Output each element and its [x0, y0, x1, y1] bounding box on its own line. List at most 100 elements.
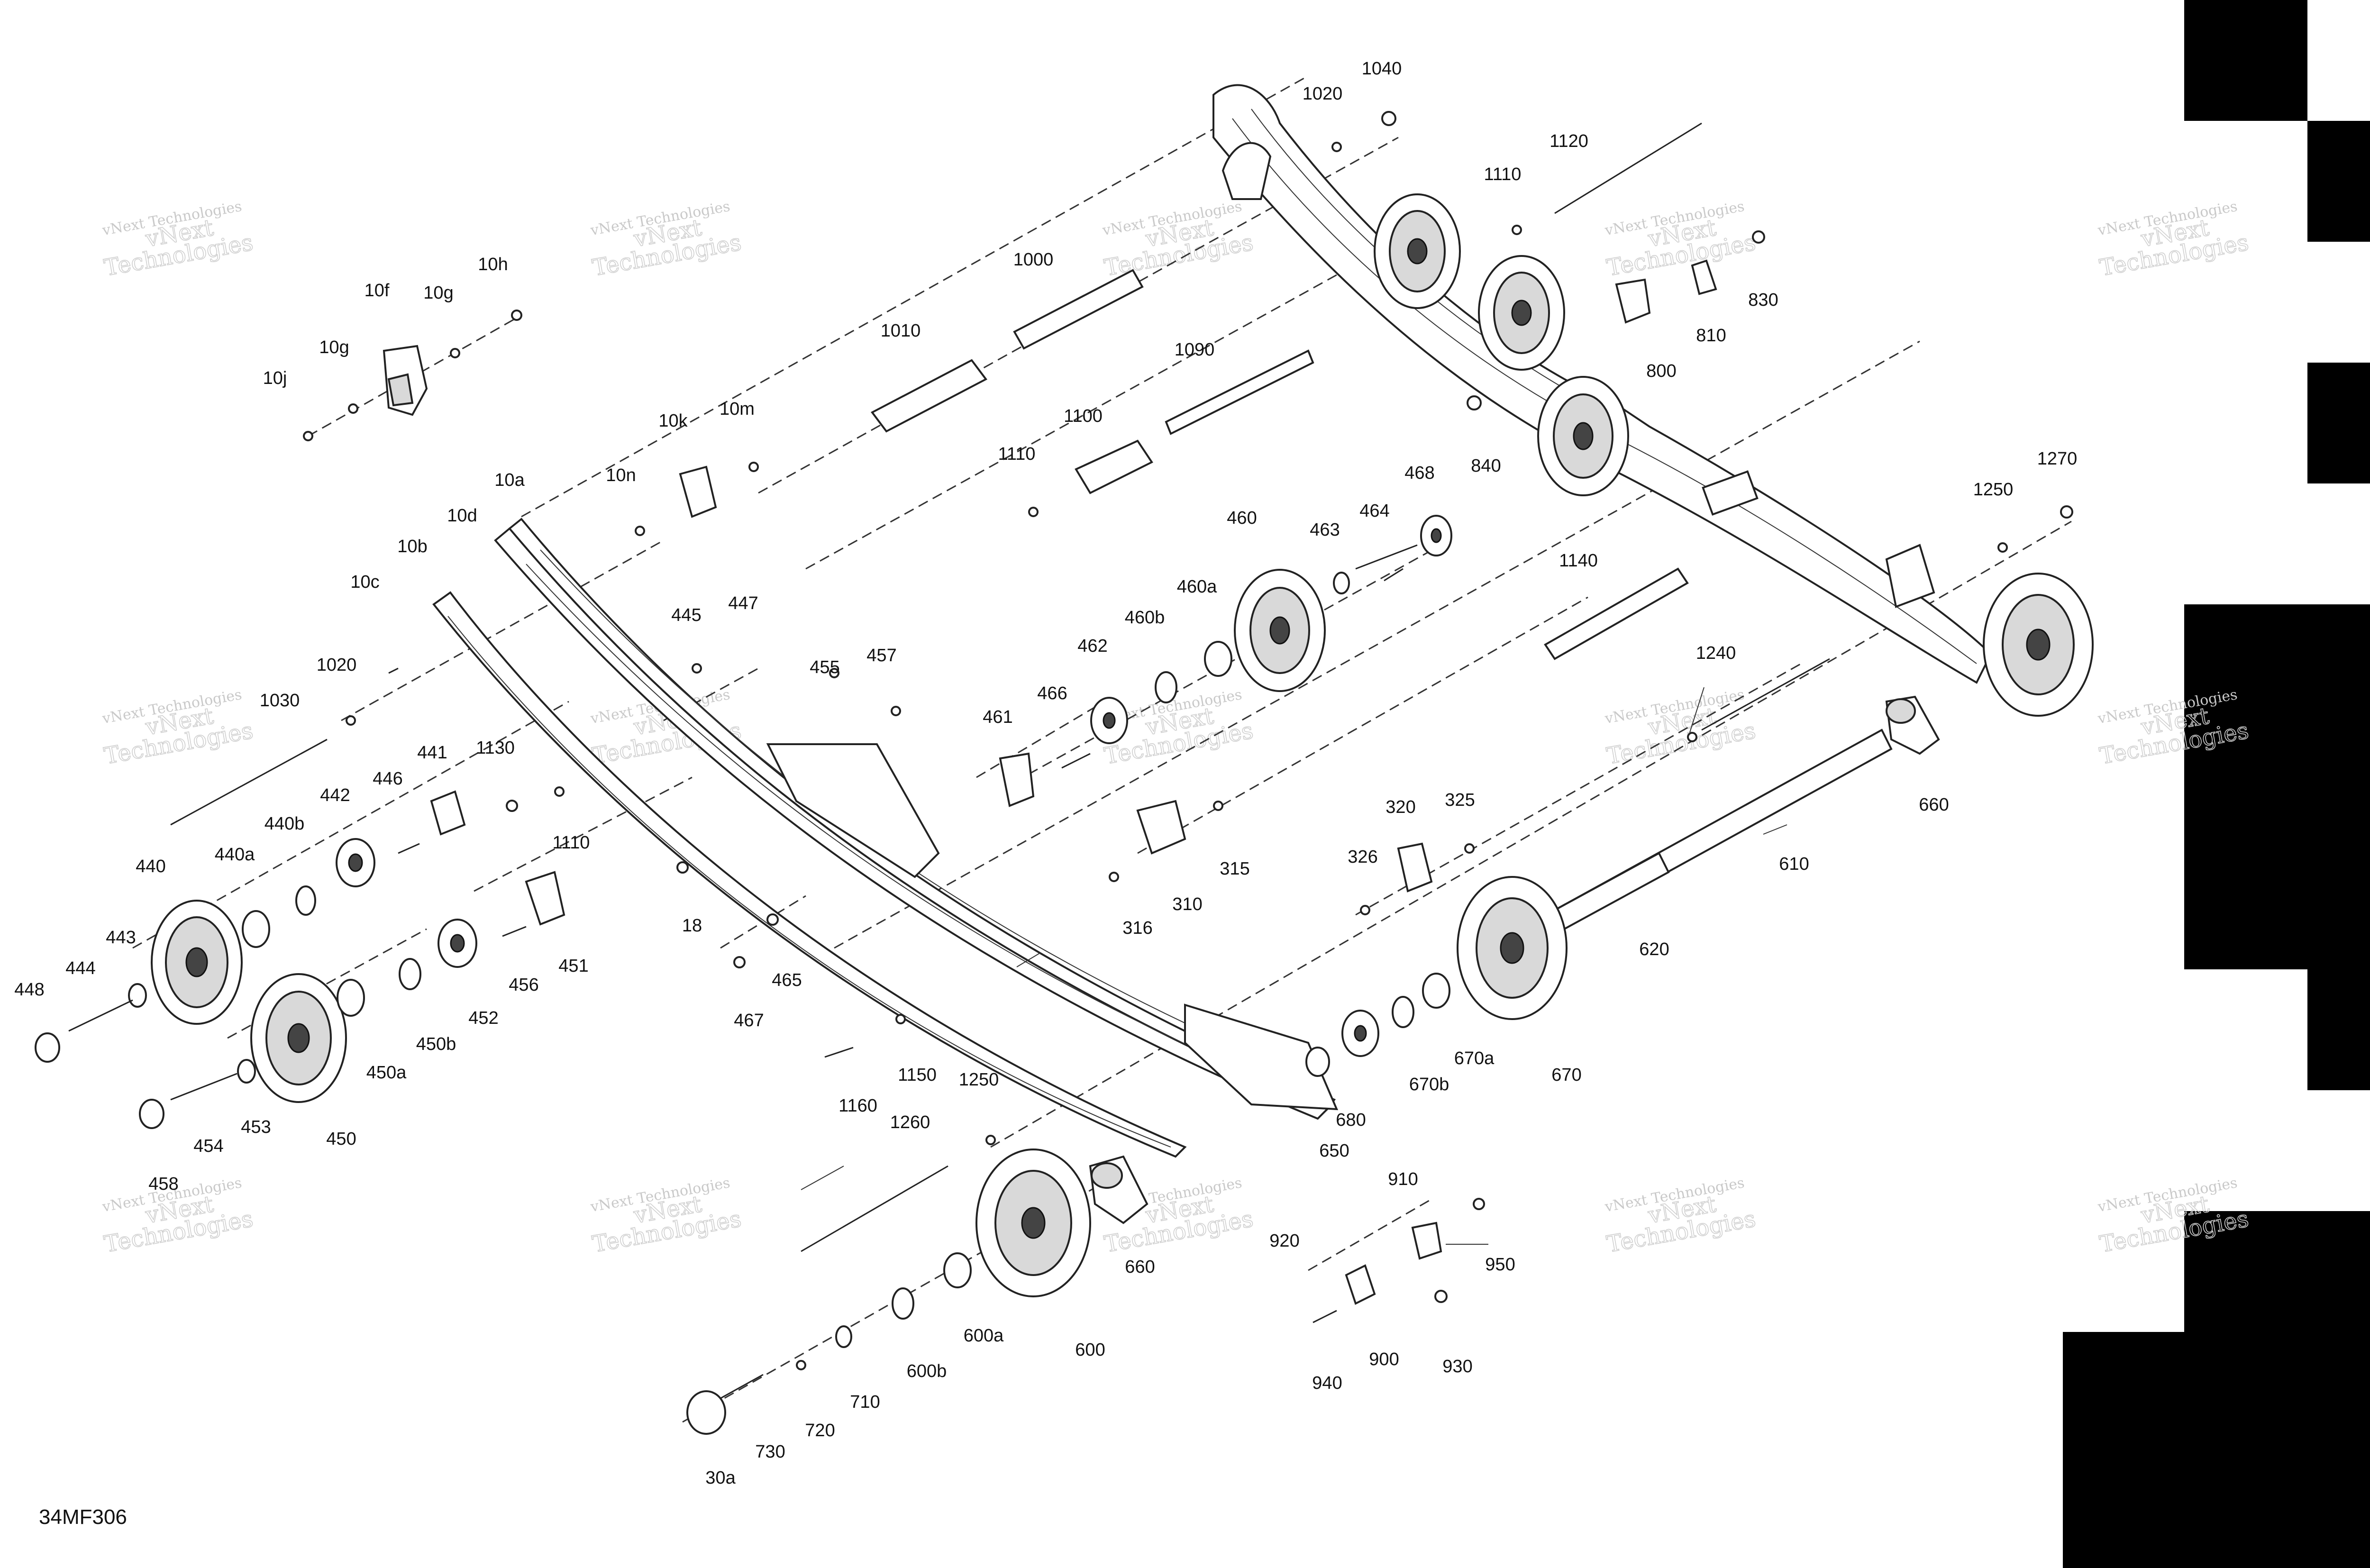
hub-660-right: [1885, 695, 1940, 755]
callout-label: 10c: [350, 572, 379, 592]
small-parts: [35, 515, 1452, 1435]
callout-label: 18: [682, 916, 702, 936]
wheel-450: [250, 973, 347, 1103]
callout-label: 660: [1919, 795, 1949, 815]
callout-label: 460a: [1177, 577, 1217, 597]
callout-label: 10h: [478, 255, 508, 274]
callout-label: 1160: [839, 1096, 877, 1116]
callout-label: 10k: [658, 411, 688, 431]
callout-label: 800: [1646, 361, 1676, 381]
callout-label: 440b: [264, 814, 305, 834]
callout-label: 1150: [898, 1065, 937, 1085]
callout-label: 680: [1336, 1110, 1366, 1130]
callout-label: 10g: [319, 337, 349, 357]
callout-label: 660: [1125, 1257, 1155, 1277]
callout-label: 10d: [447, 506, 477, 526]
callout-label: 458: [148, 1174, 178, 1194]
callout-label: 466: [1037, 684, 1067, 703]
callout-label: 453: [241, 1117, 271, 1137]
callout-label: 461: [983, 707, 1012, 727]
callout-label: 30a: [705, 1468, 736, 1488]
callout-label: 1110: [553, 833, 590, 853]
callout-label: 600a: [964, 1326, 1004, 1346]
wheel-600: [975, 1149, 1091, 1297]
callout-label: 10g: [423, 283, 453, 303]
callout-label: 1090: [1175, 340, 1215, 360]
callout-label: 670b: [1409, 1075, 1449, 1094]
slide-rail-rear: [432, 591, 1187, 1158]
callout-label: 900: [1369, 1349, 1399, 1369]
callout-label: 10a: [494, 470, 525, 490]
hub-660-bottom: [1089, 1155, 1149, 1224]
fasteners: [303, 111, 2073, 1370]
callout-label: 10n: [606, 465, 636, 485]
callout-label: 10m: [720, 399, 755, 419]
callout-label: 326: [1348, 847, 1377, 867]
callout-label: 710: [850, 1392, 880, 1412]
callout-label: 443: [106, 928, 136, 948]
callout-label: 940: [1312, 1373, 1342, 1393]
shafts: [170, 122, 1893, 1252]
callout-label: 1250: [959, 1070, 999, 1090]
callout-label: 450b: [416, 1034, 456, 1054]
callout-label: 440a: [215, 845, 255, 865]
wheel-rear-upper-2: [1478, 255, 1565, 371]
rear-frame: [1212, 84, 1992, 684]
callout-labels: 10j 10g 10f 10g 10h 10k 10m 10n 10a 10d …: [14, 59, 2077, 1488]
callout-label: 316: [1122, 918, 1152, 938]
callout-label: 1110: [998, 444, 1036, 464]
callout-label: 1140: [1559, 551, 1598, 571]
callout-label: 1010: [881, 321, 921, 341]
callout-label: 455: [810, 657, 839, 677]
wheel-rear-right: [1983, 573, 2094, 717]
wheel-rear-mid: [1537, 376, 1629, 496]
callout-label: 452: [468, 1008, 498, 1028]
wheel-440: [151, 900, 243, 1025]
callout-label: 463: [1310, 520, 1340, 540]
callout-label: 1260: [890, 1112, 930, 1132]
callout-label: 451: [558, 956, 588, 976]
drawing-code: 34MF306: [39, 1505, 127, 1529]
brackets: [383, 142, 1717, 1305]
callout-label: 454: [193, 1136, 223, 1156]
callout-label: 1020: [317, 655, 357, 675]
wheel-460: [1234, 569, 1326, 692]
callout-label: 446: [373, 769, 402, 789]
wheel-rear-upper-1: [1374, 193, 1461, 309]
callout-label: 441: [417, 743, 447, 763]
callout-label: 1020: [1303, 84, 1343, 104]
callout-label: 1000: [1013, 250, 1054, 270]
callout-label: 600b: [907, 1361, 947, 1381]
callout-label: 442: [320, 785, 350, 805]
callout-label: 830: [1748, 290, 1778, 310]
callout-label: 10j: [263, 368, 287, 388]
callout-label: 620: [1639, 939, 1669, 959]
callout-label: 447: [728, 593, 758, 613]
callout-label: 1040: [1362, 59, 1402, 79]
callout-label: 457: [866, 646, 896, 665]
callout-label: 910: [1388, 1169, 1418, 1189]
leader-lines: [801, 687, 1787, 1245]
callout-label: 730: [755, 1442, 785, 1462]
callout-label: 1270: [2037, 449, 2078, 469]
callout-label: 325: [1445, 790, 1475, 810]
callout-label: 456: [509, 975, 538, 995]
callout-label: 450: [326, 1129, 356, 1149]
callout-label: 464: [1359, 501, 1389, 521]
callout-label: 460: [1227, 508, 1257, 528]
callout-label: 315: [1220, 859, 1249, 879]
callout-label: 467: [734, 1011, 764, 1030]
callout-label: 600: [1075, 1340, 1105, 1360]
callout-label: 445: [671, 605, 701, 625]
callout-label: 720: [805, 1421, 835, 1440]
callout-label: 920: [1269, 1231, 1299, 1251]
callout-label: 650: [1319, 1141, 1349, 1161]
callout-label: 1100: [1064, 406, 1103, 426]
callout-label: 10b: [397, 537, 427, 556]
callout-label: 1250: [1973, 480, 2014, 500]
callout-label: 440: [136, 857, 165, 876]
wheel-670: [1457, 876, 1568, 1020]
callout-label: 1130: [476, 738, 515, 758]
callout-label: 610: [1779, 854, 1809, 874]
